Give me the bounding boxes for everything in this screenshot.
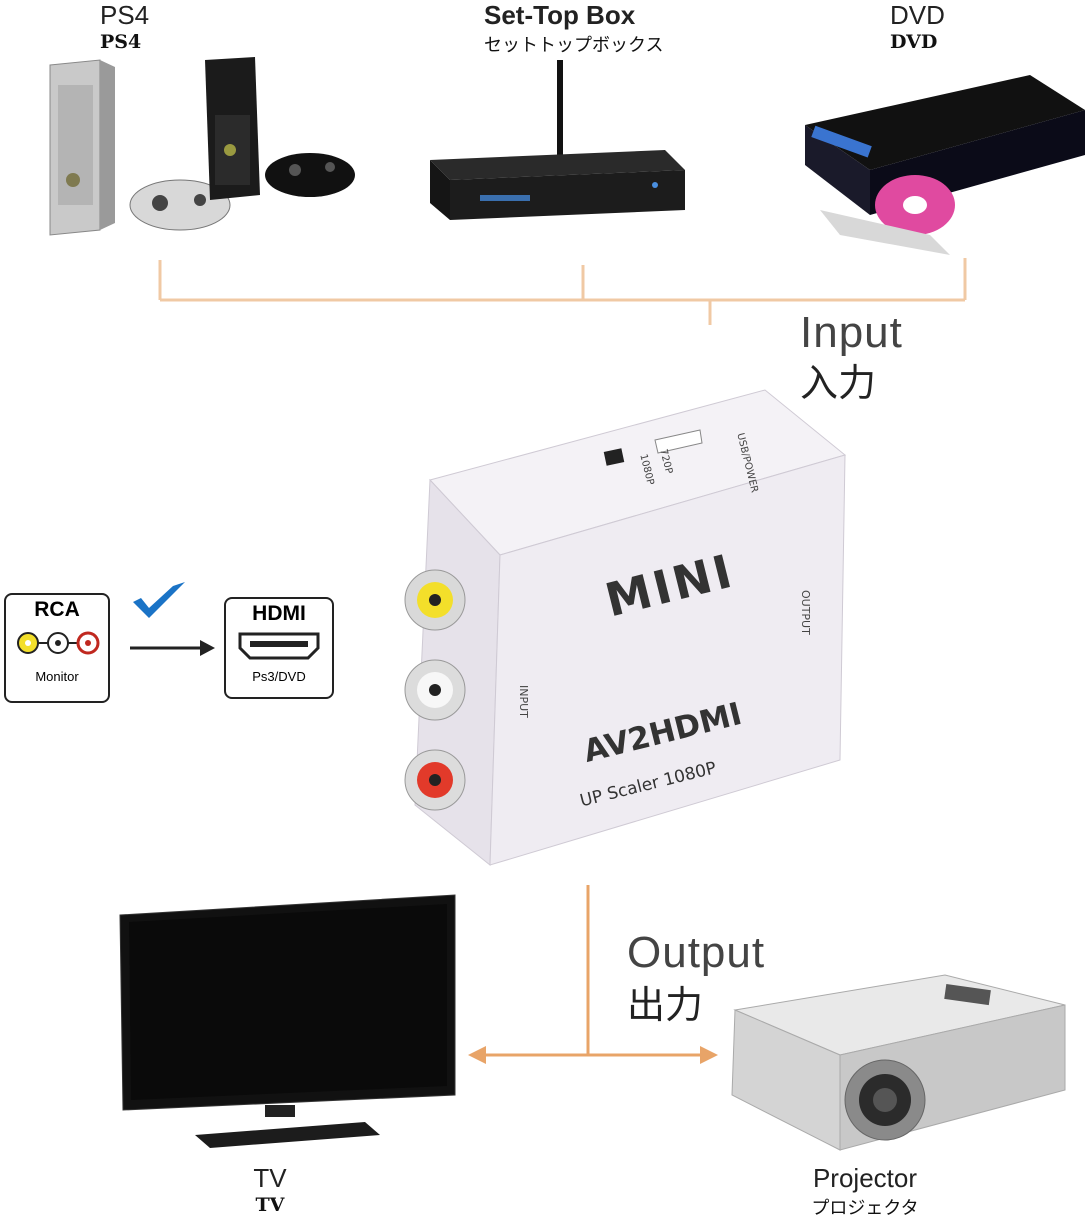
source-ps4-name-en: PS4 [100,0,150,30]
hdmi-port-icon [238,632,320,660]
input-connector-lines [158,258,967,325]
hdmi-badge-sub: Ps3/DVD [252,669,306,684]
rca-badge-sub: Monitor [35,669,79,684]
target-projector-name-en: Projector [812,1163,918,1193]
target-tv-name-en: TV [253,1163,287,1193]
conversion-arrow-icon [130,582,215,656]
target-projector-name-jp: プロジェクタ [811,1198,919,1219]
set-top-box-illustration [430,60,685,220]
source-dvd-name-jp: DVD [890,31,938,53]
hdmi-badge: HDMI Ps3/DVD [224,597,334,699]
target-tv-name-jp: TV [255,1194,285,1216]
source-settop-label: Set-Top Box セットトップボックス [470,0,710,57]
ps4-console-illustration [49,57,355,236]
source-dvd-label: DVD DVD [890,0,1010,53]
source-settop-name-en: Set-Top Box [484,0,636,30]
rca-badge: RCA Monitor [4,593,110,703]
dvd-player-illustration [805,75,1085,255]
input-label-en: Input [800,308,903,357]
output-label: Output 出力 [627,928,765,1029]
target-projector-label: Projector プロジェクタ [770,1163,960,1220]
input-label: Input 入力 [800,308,903,407]
input-label-jp: 入力 [800,361,877,405]
rca-badge-title: RCA [34,598,80,621]
hdmi-badge-title: HDMI [252,602,306,625]
source-settop-name-jp: セットトップボックス [484,35,664,56]
source-dvd-name-en: DVD [890,0,945,30]
source-ps4-name-jp: PS4 [100,31,142,53]
av2hdmi-converter-box [404,389,847,867]
projector-illustration [731,974,1066,1151]
rca-plugs-icon [17,631,100,655]
tv-illustration [119,894,456,1148]
source-ps4-label: PS4 PS4 [100,0,210,53]
checkmark-icon [133,582,185,618]
target-tv-label: TV TV [215,1163,325,1216]
output-label-en: Output [627,928,766,977]
output-label-jp: 出力 [627,983,704,1027]
